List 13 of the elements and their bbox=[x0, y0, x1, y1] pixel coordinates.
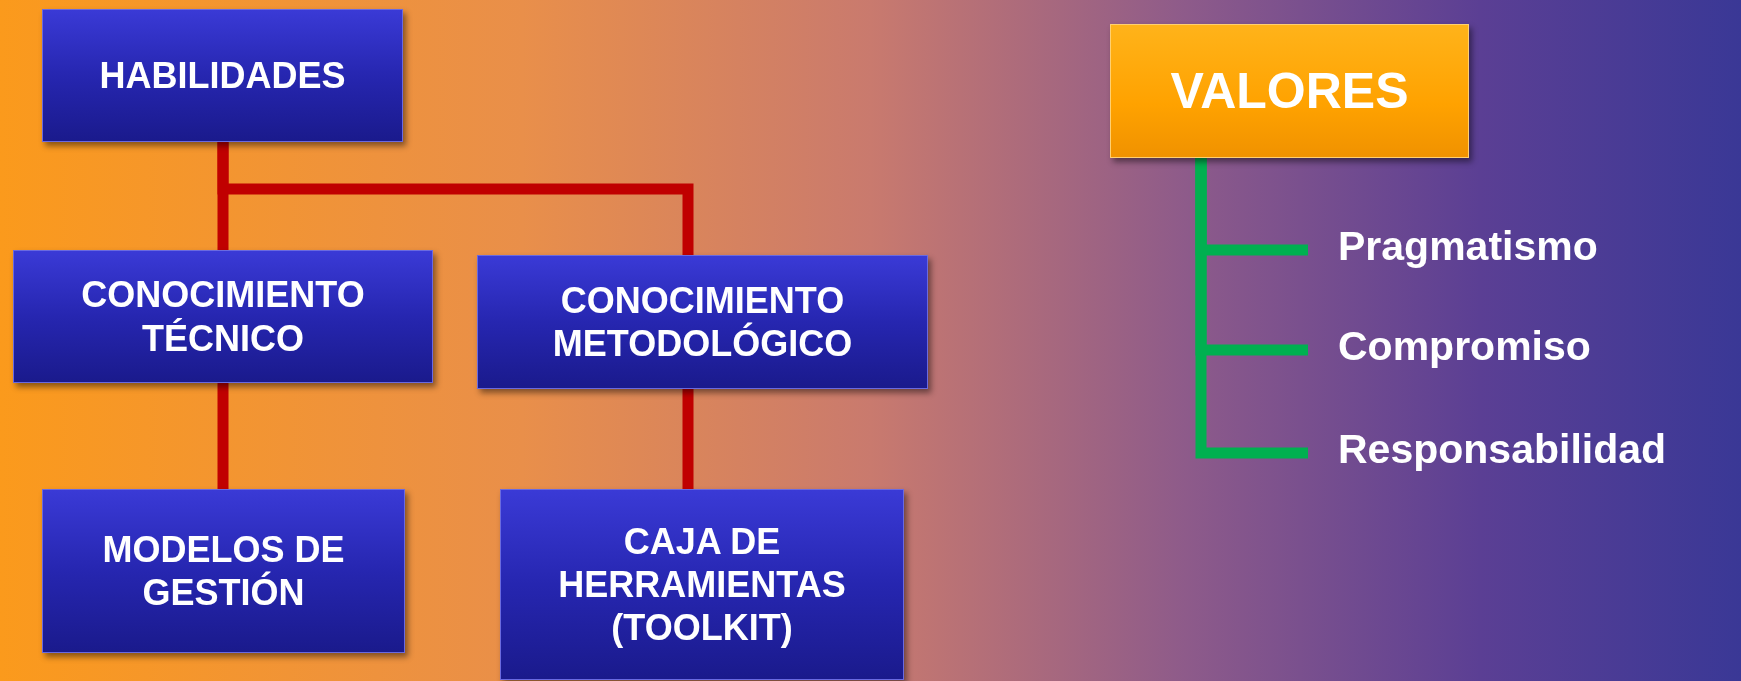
connector-line bbox=[217, 142, 694, 255]
connector-line bbox=[682, 389, 694, 489]
connector-line bbox=[1195, 158, 1308, 459]
list-item: Responsabilidad bbox=[1338, 425, 1667, 473]
connector-line bbox=[217, 383, 229, 489]
category-box: MODELOS DE GESTIÓN bbox=[42, 489, 405, 653]
title-box: VALORES bbox=[1110, 24, 1469, 158]
category-box: HABILIDADES bbox=[42, 9, 403, 142]
list-item: Pragmatismo bbox=[1338, 222, 1598, 270]
category-box: CONOCIMIENTO TÉCNICO bbox=[13, 250, 433, 383]
category-box: CAJA DE HERRAMIENTAS (TOOLKIT) bbox=[500, 489, 904, 680]
category-box: CONOCIMIENTO METODOLÓGICO bbox=[477, 255, 928, 389]
list-item: Compromiso bbox=[1338, 322, 1591, 370]
